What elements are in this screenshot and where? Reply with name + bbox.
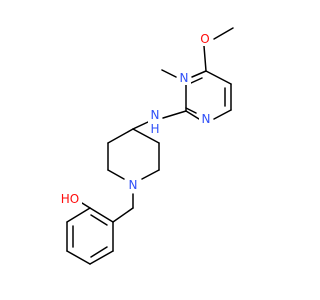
bond-bz-c1-c2-double — [90, 214, 108, 226]
pyrimidine-n1-label: N — [202, 112, 211, 126]
bond-benzene-oh — [81, 202, 91, 209]
bond-c4-n3-double — [190, 77, 203, 84]
amine-nitrogen-label: N — [151, 108, 160, 122]
bond-bz-c4-c5 — [66, 250, 91, 265]
bond-pyrimidine-nh — [162, 110, 187, 119]
bond-pip-c4-c3 — [132, 128, 160, 144]
bond-n3-c2 — [161, 69, 177, 78]
bond-nh-piperidine — [132, 121, 149, 130]
bond-pip-n-c6 — [107, 169, 125, 180]
bond-c4-n3 — [191, 70, 207, 78]
bond-bz-c2-c3 — [66, 207, 91, 223]
pyrimidine-n3-label: N — [180, 71, 189, 85]
piperidine-nitrogen-label: N — [129, 178, 138, 192]
bond-bz-c5-c6-double — [90, 246, 108, 258]
molecule-structure: O N N N H N HO — [58, 27, 234, 265]
bond-oxygen-pyrimidine — [203, 45, 207, 72]
bond-n1-c2 — [185, 110, 200, 120]
hydroxyl-label: HO — [61, 192, 79, 206]
bond-c4-c5 — [205, 70, 232, 85]
bond-n1-c2-double — [185, 107, 197, 114]
bond-bz-c1-c2 — [89, 207, 114, 223]
amine-hydrogen-label: H — [150, 122, 159, 136]
atom-labels: O N N N H N HO — [58, 32, 213, 207]
bond-methyl-oxygen — [213, 27, 234, 40]
bond-pip-c5-c4 — [107, 128, 134, 144]
bonds — [66, 27, 234, 265]
methoxy-oxygen-label: O — [200, 32, 209, 46]
bond-pip-c2-n — [141, 169, 160, 180]
bond-ch2-benzene — [112, 207, 134, 223]
bond-c6-n1 — [213, 109, 232, 120]
bond-bz-c5-c6 — [89, 250, 114, 265]
